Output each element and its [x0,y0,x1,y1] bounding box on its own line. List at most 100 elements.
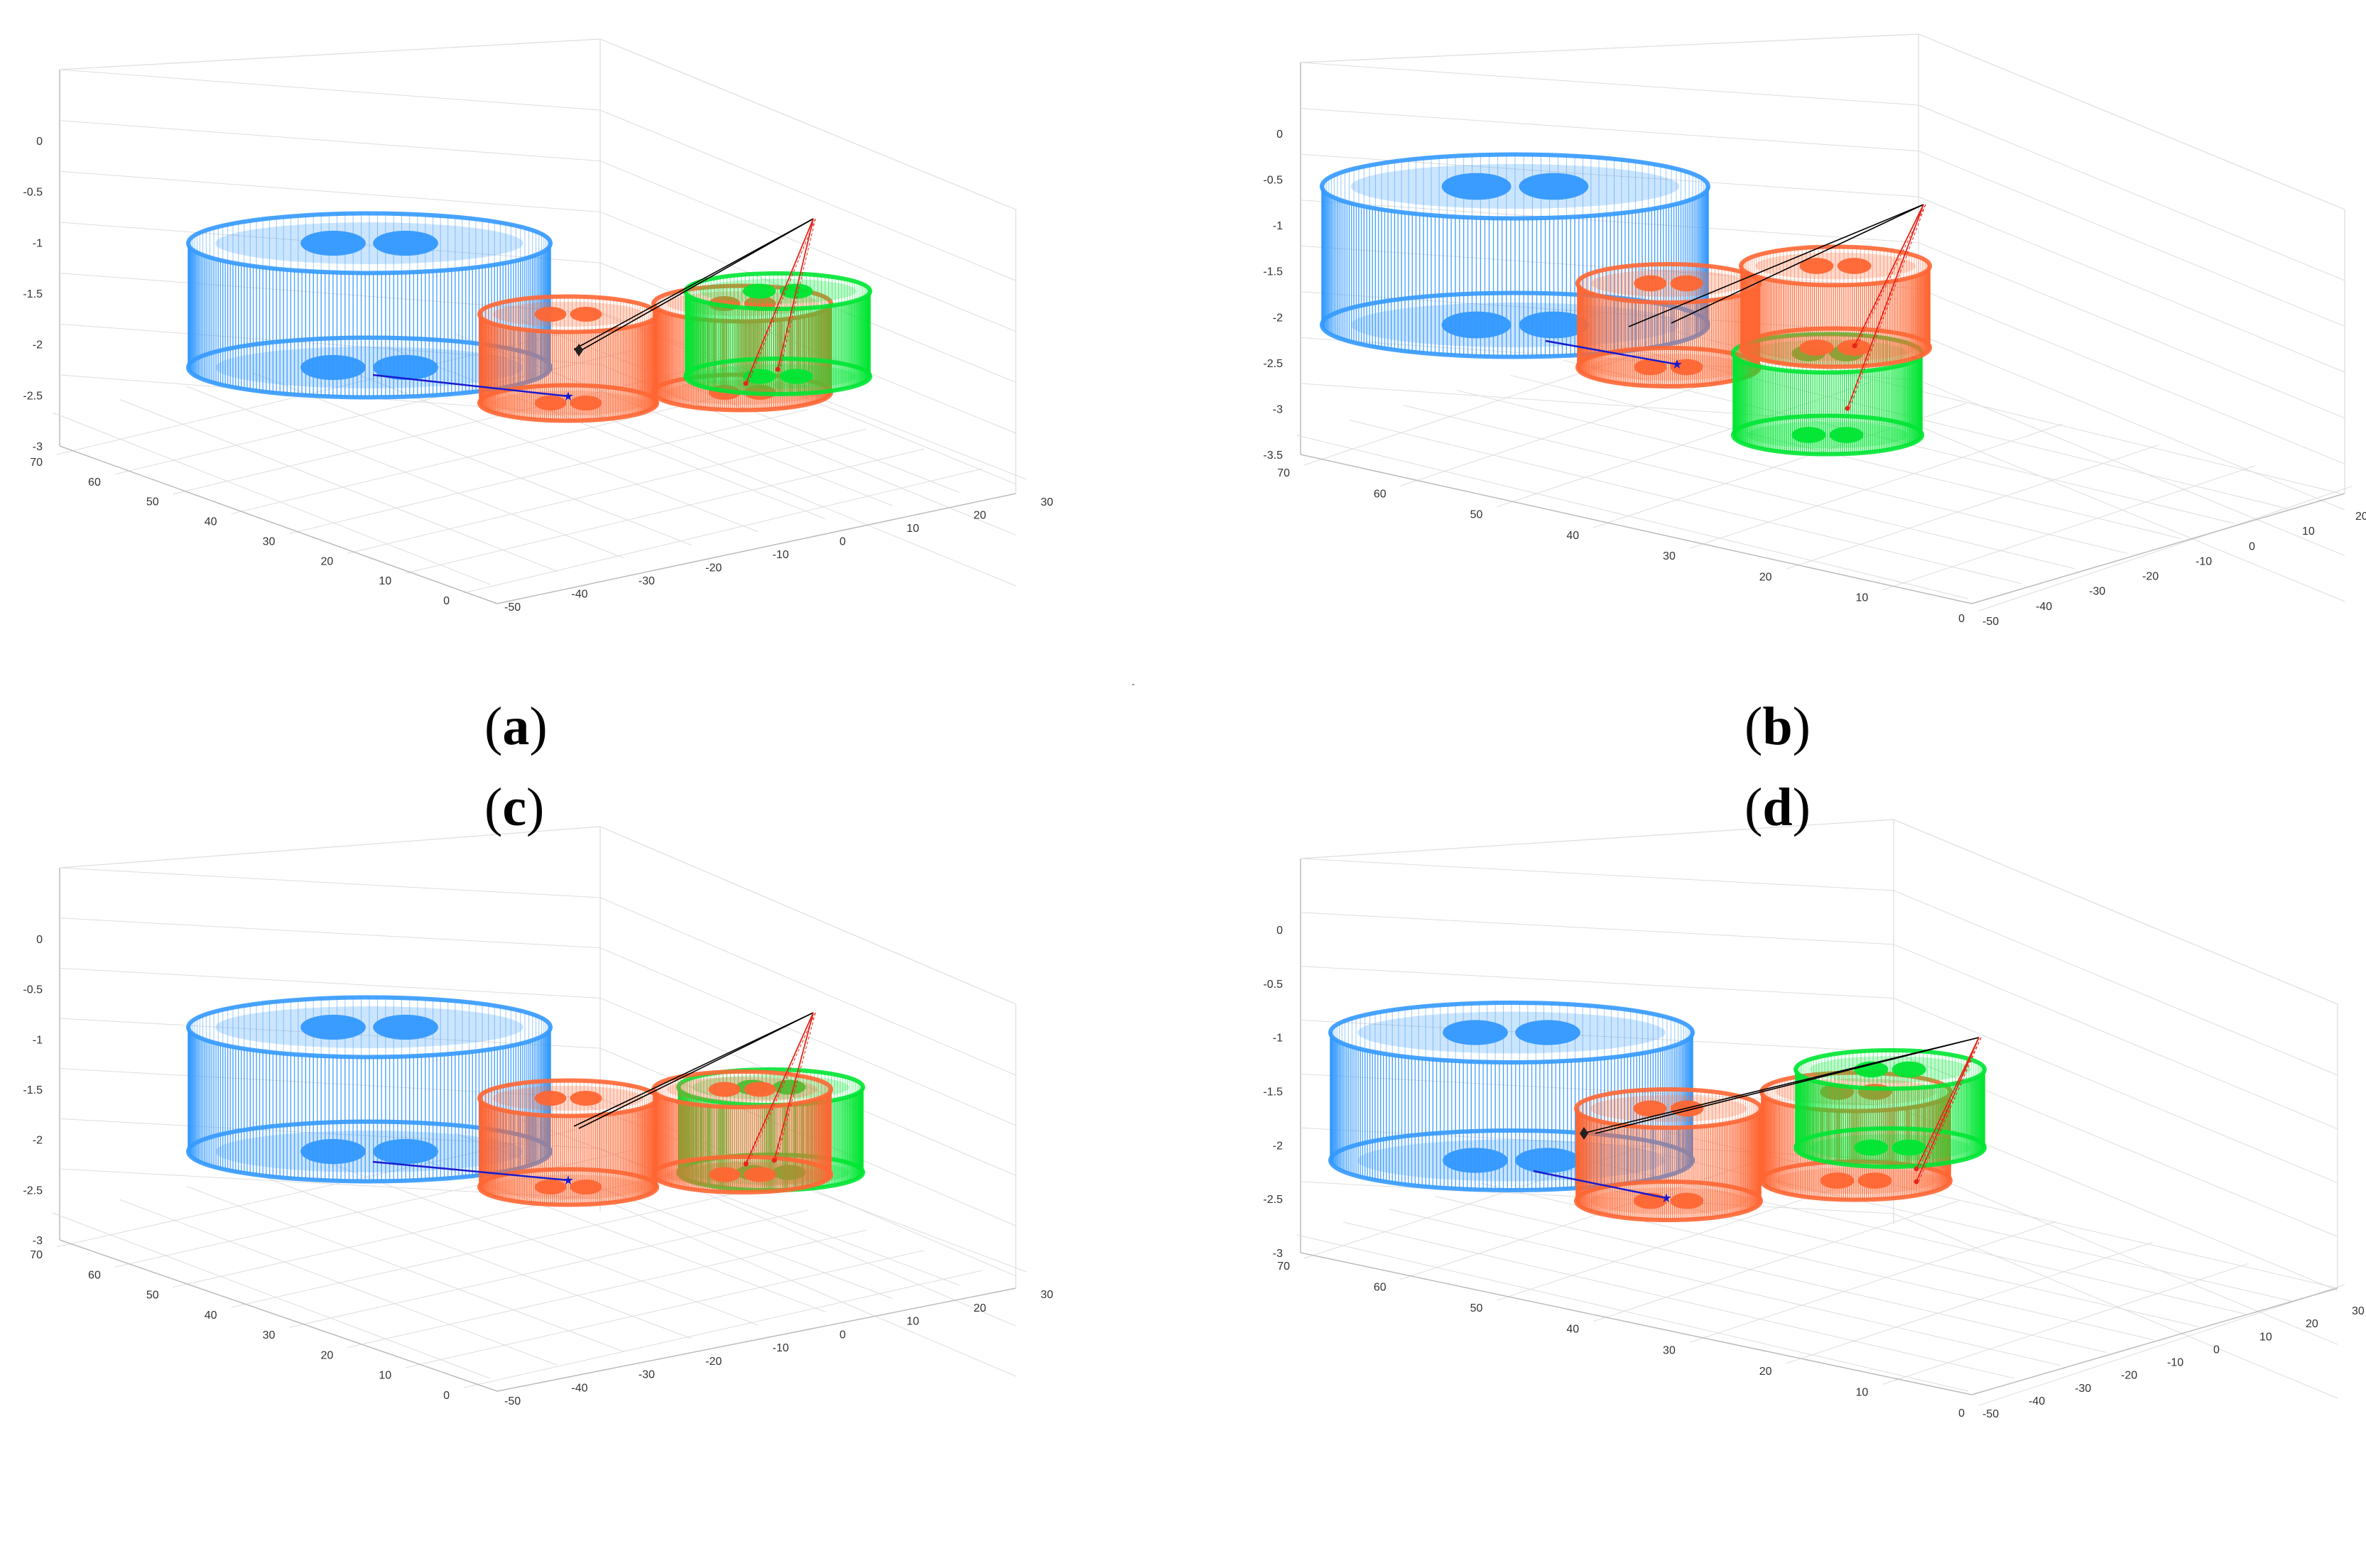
y-tick-label: 40 [1566,530,1579,542]
cylinder-lobe-top [1670,275,1703,292]
z-grid-line-right [1918,288,2345,464]
y-tick-label: 40 [205,1310,217,1322]
blue-star: ★ [563,389,574,403]
blue-cylinder [1328,1001,1695,1192]
cylinder-cap-top [1591,270,1746,297]
cylinder-rim-bot [1574,1180,1763,1222]
y-tick-label: 50 [1470,1302,1483,1314]
z-tick-label: -2.5 [23,390,43,402]
x-tick-label: 10 [2302,526,2315,538]
y-tick-label: 50 [146,1290,159,1302]
diamond-marker [575,344,583,356]
cylinder-rim-bot [1794,1126,1987,1169]
caption-c: (c) [484,778,545,837]
floor-grid-y [1786,1242,2152,1364]
plot-c: 0-0.5-1-1.5-2-2.5-3706050403020100-50-40… [23,826,1053,1408]
cylinder-lobe-bot [1799,339,1834,356]
floor-grid-y [1882,1263,2249,1385]
top-edge-right [1918,33,2345,210]
z-tick-label: -1 [1273,220,1283,232]
x-tick-label: 0 [2249,540,2255,552]
blue-ray [372,374,569,398]
z-grid-line-right [1893,998,2338,1184]
x-tick-label: -20 [2121,1370,2137,1382]
black-ray [573,1012,814,1127]
floor-grid-y [1400,1158,1767,1280]
z-grid-line-right [1918,196,2345,373]
cylinder-lobe-bot [1829,427,1864,443]
cylinder-lobe-bot [300,1138,366,1165]
z-tick-label: -1 [33,1034,43,1046]
z-grid-line-right [599,1198,1016,1377]
cylinder-rim-bot [1731,413,1924,457]
cylinder-lobe-top [1515,1020,1580,1045]
x-tick-label: -30 [2075,1383,2091,1395]
z-tick-label: 0 [36,136,43,148]
y-tick-label: 60 [88,477,101,489]
floor-grid-x [186,1186,624,1352]
red-ray [774,1012,814,1161]
red-star [743,381,749,386]
z-tick-label: -3 [1273,403,1283,415]
black-ray [573,218,814,350]
y-tick-label: 30 [1663,550,1676,562]
red-star [775,366,781,372]
z-grid-line-right [599,109,1016,281]
y-tick-label: 60 [88,1269,101,1281]
z-tick-label: -1.5 [23,288,43,300]
floor-grid-y [289,1209,808,1328]
cylinder-lobe-top [1441,173,1512,200]
y-tick-label: 70 [1277,467,1290,479]
cylinder-rim-top [1328,1001,1695,1065]
y-tick-label: 30 [263,1329,276,1341]
cylinder-lobe-top [742,283,776,299]
y-tick-label: 60 [1374,1282,1387,1294]
cylinder-lobe-bot [742,369,776,384]
x-tick-label: -20 [2142,571,2159,583]
blue-star: ★ [1671,357,1683,371]
y-tick-label: 20 [320,1349,333,1361]
x-tick-label: 20 [2306,1318,2318,1330]
cylinder-lobe-bot [1443,1148,1508,1173]
x-tick-label: 10 [2259,1331,2272,1343]
cylinder-lobe-top [373,230,438,256]
cylinder-rim-top [1574,1087,1763,1130]
cylinder-lobe-bot [1519,311,1589,339]
red-ray-dashed [1849,204,1926,409]
floor-grid-y [1497,382,1870,508]
red-ray [745,1012,814,1165]
cylinder-cap-top [1350,164,1680,209]
cylinder-lobe-bot [1670,359,1703,376]
x-tick-label: 30 [2352,1305,2365,1317]
x-axis-line [1971,493,2345,604]
y-tick-label: 70 [30,1249,43,1261]
z-grid-line-right [1918,242,2345,419]
green-cylinder [683,271,872,396]
z-grid-line-left [59,867,601,898]
x-tick-label: 0 [2213,1344,2220,1356]
z-tick-label: -2.5 [1263,358,1283,370]
cylinder-lobe-top [570,1091,602,1106]
floor-grid-x [1509,374,2182,539]
red-ray-dashed [747,1012,816,1165]
z-grid-line-left [1300,1181,1894,1214]
z-grid-line-right [599,211,1016,383]
cylinder-lobe-top [534,1091,567,1106]
y-tick-label: 10 [379,1370,391,1382]
cylinder-lobe-top [1443,1020,1508,1045]
cylinder-lobe-top [1634,275,1667,292]
cylinder-lobe-bot [1854,1139,1889,1156]
x-tick-label: -30 [639,575,655,587]
plot-b: 0-0.5-1-1.5-2-2.5-3-3.5706050403020100-5… [1263,33,2366,628]
floor-grid-x [119,1199,558,1366]
red-ray-dashed [1918,1037,1982,1170]
cylinder-cap-bot [1809,1134,1971,1161]
cylinder-cap-top [492,302,644,327]
z-tick-label: -2.5 [1263,1194,1283,1206]
cylinder-lobe-bot [708,1167,741,1182]
cylinder-cap-top [492,1086,644,1111]
cylinder-lobe-bot [373,1138,438,1165]
z-grid-line-left [1300,912,1894,945]
z-tick-label: -3 [1273,1248,1283,1260]
